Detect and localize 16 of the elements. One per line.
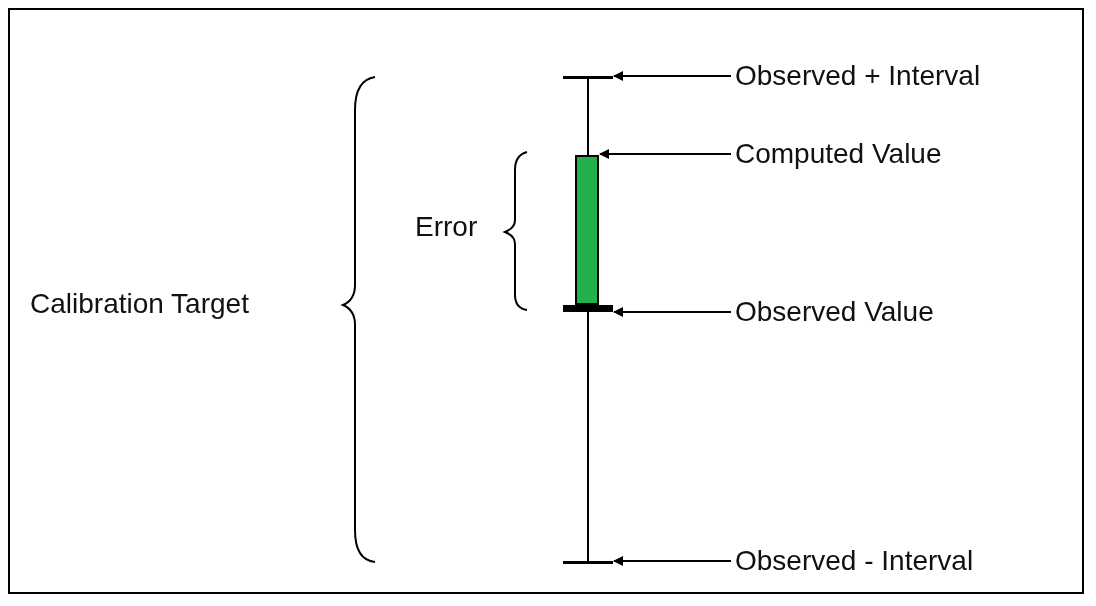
callout-text: Computed Value — [735, 137, 942, 171]
callout-text: Observed - Interval — [735, 544, 974, 578]
arrow — [613, 71, 732, 81]
interval-line — [587, 78, 589, 156]
arrow — [613, 307, 732, 317]
bracket-label: Error — [415, 210, 478, 244]
callout-text: Observed + Interval — [735, 59, 981, 93]
arrow — [613, 556, 732, 566]
callout-text: Observed Value — [735, 295, 934, 329]
observed-tick — [563, 305, 613, 312]
bracket-label: Calibration Target — [30, 287, 249, 321]
arrow — [599, 149, 732, 159]
interval-tick — [563, 561, 613, 564]
interval-tick — [563, 76, 613, 79]
interval-line — [587, 311, 589, 562]
error-bar — [575, 155, 599, 305]
